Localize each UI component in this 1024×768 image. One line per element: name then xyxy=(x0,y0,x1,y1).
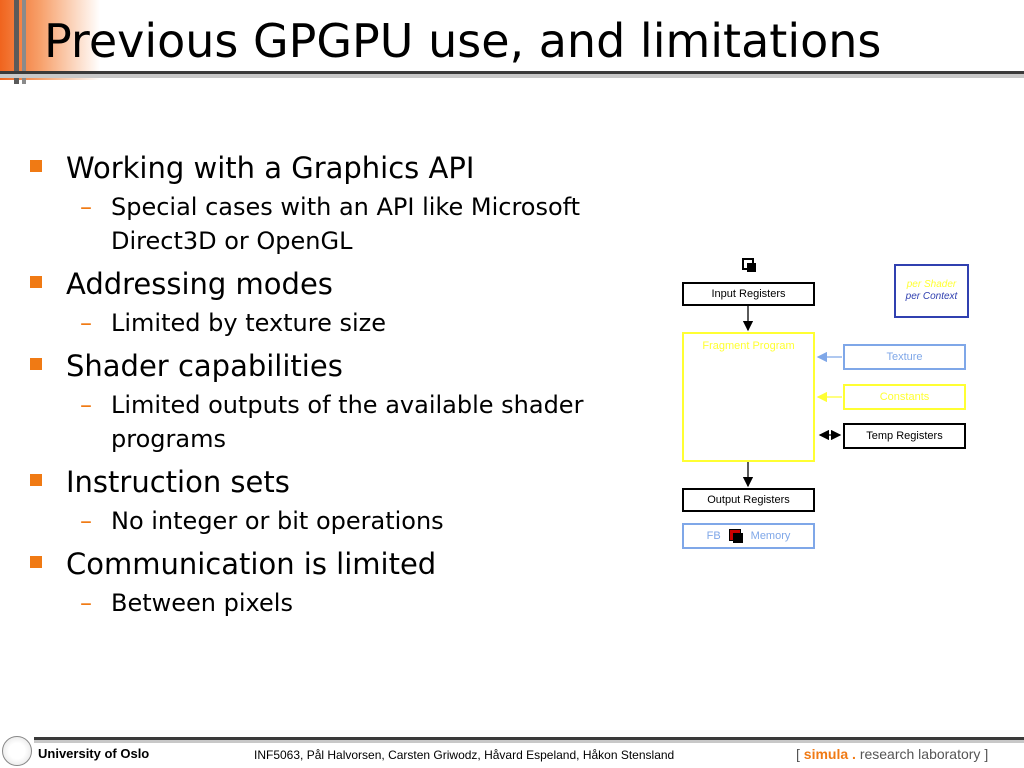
legend-per-shader: per Shader xyxy=(906,279,957,290)
vertex-input-icon xyxy=(742,258,756,272)
bullet-square-icon xyxy=(30,474,42,486)
sub-bullet-item: – Limited by texture size xyxy=(30,306,620,340)
title-accent-bar xyxy=(14,0,19,84)
bullet-square-icon xyxy=(30,160,42,172)
constants-label: Constants xyxy=(879,391,930,403)
bullet-square-icon xyxy=(30,358,42,370)
texture-label: Texture xyxy=(886,351,923,363)
memory-label: Memory xyxy=(750,530,791,542)
slide-title: Previous GPGPU use, and limitations xyxy=(44,14,882,68)
legend-box: per Shader per Context xyxy=(894,264,969,318)
title-accent-bar-secondary xyxy=(22,0,26,84)
sub-bullet-text: No integer or bit operations xyxy=(111,507,444,535)
bullet-list: Working with a Graphics API – Special ca… xyxy=(30,142,620,620)
bullet-text: Addressing modes xyxy=(66,267,333,301)
bullet-item: Communication is limited xyxy=(30,544,620,584)
bullet-item: Working with a Graphics API xyxy=(30,148,620,188)
texture-box: Texture xyxy=(843,344,966,370)
dash-icon: – xyxy=(80,309,92,337)
dash-icon: – xyxy=(80,507,92,535)
dash-icon: – xyxy=(80,193,92,221)
simula-logo: [ simula . research laboratory ] xyxy=(796,746,988,762)
sub-bullet-text: Limited outputs of the available shader … xyxy=(111,391,584,453)
output-registers-box: Output Registers xyxy=(682,488,815,512)
title-rule xyxy=(0,71,1024,78)
fb-memory-box: FB Memory xyxy=(682,523,815,549)
logo-bracket-close: ] xyxy=(984,746,989,762)
fb-label: FB xyxy=(706,530,721,542)
bullet-item: Addressing modes xyxy=(30,264,620,304)
temp-registers-box: Temp Registers xyxy=(843,423,966,449)
memory-chip-icon xyxy=(728,529,743,543)
fragment-pipeline-diagram: Input Registers Fragment Program Output … xyxy=(670,250,990,560)
sub-bullet-text: Special cases with an API like Microsoft… xyxy=(111,193,581,255)
fragment-program-label: Fragment Program xyxy=(702,340,795,352)
output-registers-label: Output Registers xyxy=(707,494,790,506)
bullet-text: Instruction sets xyxy=(66,465,290,499)
input-registers-label: Input Registers xyxy=(711,288,786,300)
sub-bullet-text: Between pixels xyxy=(111,589,293,617)
sub-bullet-item: – Special cases with an API like Microso… xyxy=(30,190,620,258)
bullet-item: Instruction sets xyxy=(30,462,620,502)
constants-box: Constants xyxy=(843,384,966,410)
bullet-square-icon xyxy=(30,276,42,288)
bullet-item: Shader capabilities xyxy=(30,346,620,386)
bullet-text: Communication is limited xyxy=(66,547,437,581)
logo-bracket-open: [ xyxy=(796,746,800,762)
logo-rest: research laboratory xyxy=(859,746,981,762)
university-seal-icon xyxy=(2,736,32,766)
dash-icon: – xyxy=(80,391,92,419)
sub-bullet-item: – Limited outputs of the available shade… xyxy=(30,388,620,456)
footer-authors: INF5063, Pål Halvorsen, Carsten Griwodz,… xyxy=(254,748,675,762)
bullet-text: Shader capabilities xyxy=(66,349,343,383)
input-registers-box: Input Registers xyxy=(682,282,815,306)
footer-rule xyxy=(34,737,1024,743)
logo-dot: . xyxy=(852,746,856,762)
legend-per-context: per Context xyxy=(905,291,958,302)
fragment-program-box: Fragment Program xyxy=(682,332,815,462)
sub-bullet-item: – Between pixels xyxy=(30,586,620,620)
sub-bullet-text: Limited by texture size xyxy=(111,309,387,337)
footer-university: University of Oslo xyxy=(38,746,150,761)
sub-bullet-item: – No integer or bit operations xyxy=(30,504,620,538)
temp-registers-label: Temp Registers xyxy=(866,430,943,442)
logo-name: simula xyxy=(803,746,849,762)
dash-icon: – xyxy=(80,589,92,617)
bullet-square-icon xyxy=(30,556,42,568)
bullet-text: Working with a Graphics API xyxy=(66,151,475,185)
